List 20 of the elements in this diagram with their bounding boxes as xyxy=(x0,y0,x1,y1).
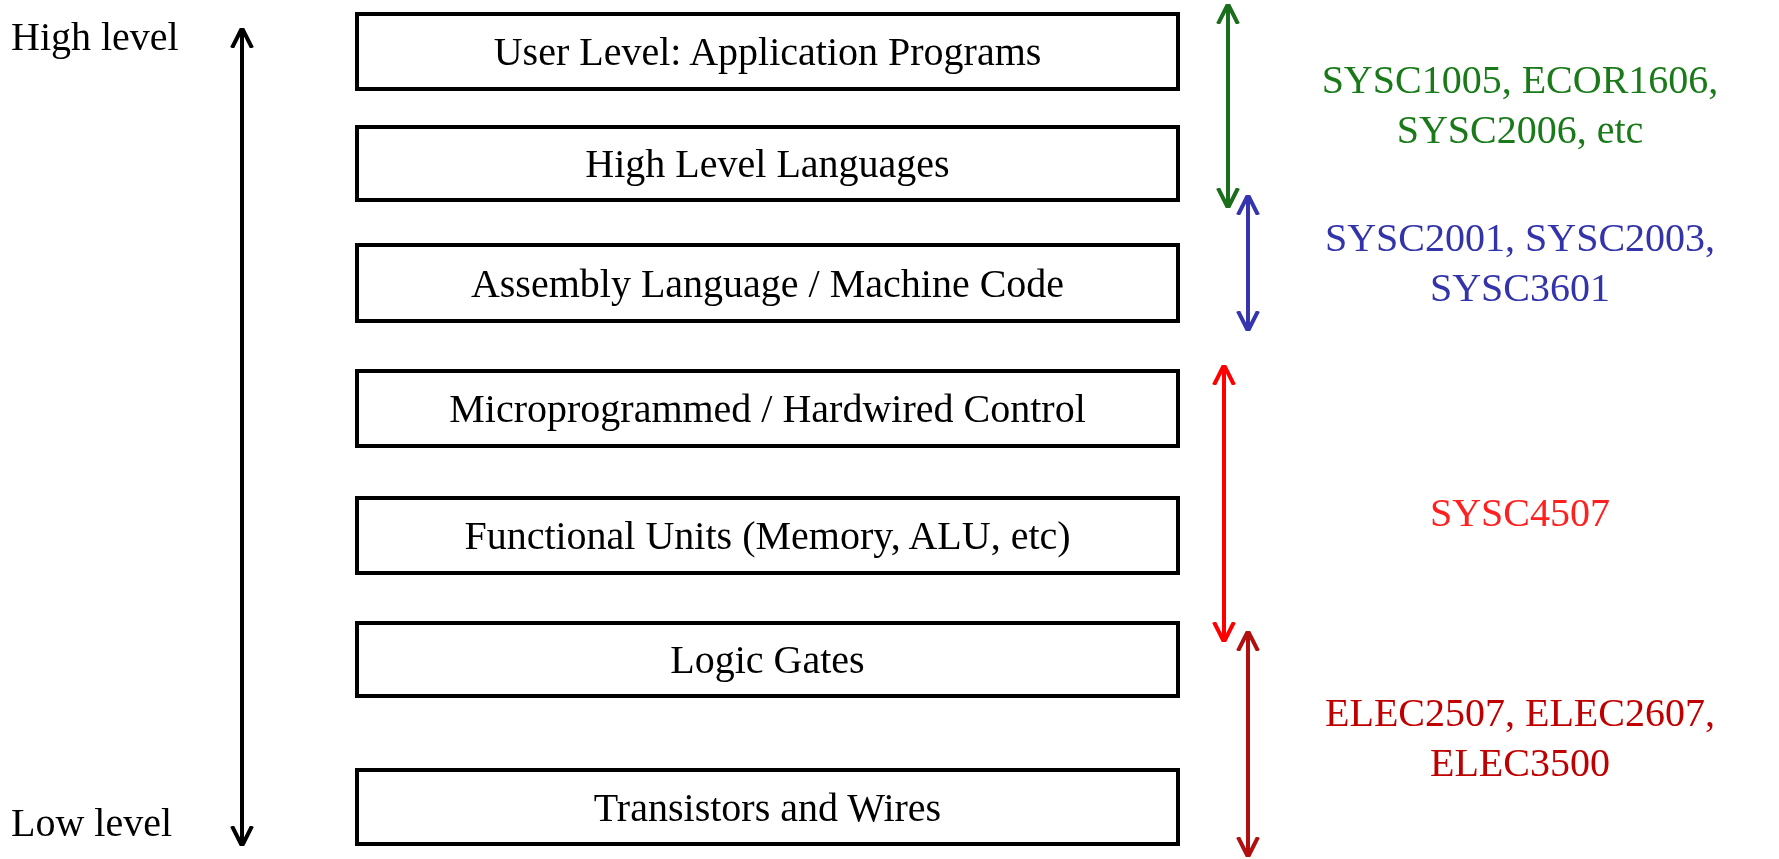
level-label: High level xyxy=(11,13,179,61)
course-codes: SYSC4507 xyxy=(1428,489,1612,537)
layer-label: Microprogrammed / Hardwired Control xyxy=(449,385,1086,432)
layer-label: Transistors and Wires xyxy=(593,783,942,831)
layer-label: Logic Gates xyxy=(670,636,865,683)
layer-box xyxy=(355,125,1180,202)
level-label: Low level xyxy=(11,799,173,847)
course-codes: SYSC1005, ECOR1606, SYSC2006, etc xyxy=(1320,56,1720,154)
course-codes: ELEC2507, ELEC2607, ELEC3500 xyxy=(1324,689,1716,787)
course-codes: SYSC2001, SYSC2003, SYSC3601 xyxy=(1323,214,1717,312)
layer-box xyxy=(355,768,1180,846)
layer-label: User Level: Application Programs xyxy=(493,28,1042,75)
layer-label: Assembly Language / Machine Code xyxy=(470,259,1065,307)
layer-box xyxy=(355,243,1180,323)
layer-box xyxy=(355,12,1180,91)
layer-box xyxy=(355,621,1180,698)
layer-label: High Level Languages xyxy=(585,140,950,187)
layer-label: Functional Units (Memory, ALU, etc) xyxy=(464,512,1071,559)
layer-box xyxy=(355,496,1180,575)
layer-box xyxy=(355,369,1180,448)
